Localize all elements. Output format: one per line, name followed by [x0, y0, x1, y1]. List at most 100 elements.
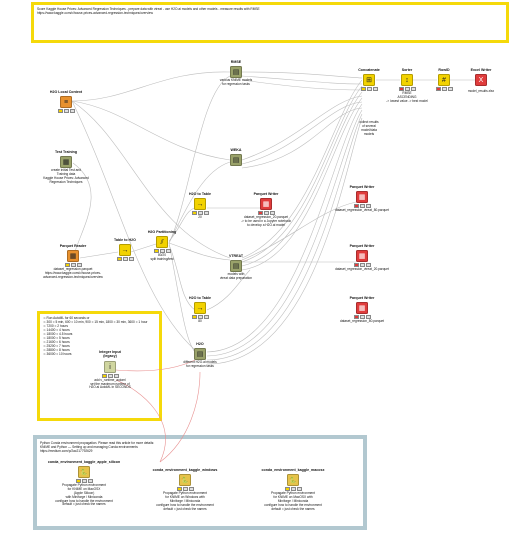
node-concatenate[interactable]: Concatenate ⊞ collect results of several… [339, 68, 399, 137]
node-description: Propagate Python environment for KNIME o… [55, 483, 113, 507]
status-lights [132, 249, 192, 254]
concatenate-icon: ⊞ [363, 74, 375, 87]
parquet-reader-icon: ▦ [67, 250, 79, 263]
node-title: Concatenate [358, 68, 380, 72]
parquet-writer-icon: ▦ [356, 302, 368, 315]
conda-annotation: Python Conda environment propagation. Pl… [33, 435, 367, 530]
node-description: models with vtreat data preparation [219, 272, 253, 281]
node-conda-apple-silicon[interactable]: conda_environment_kaggle_apple_silicon 🐍… [39, 460, 129, 507]
status-lights [80, 373, 140, 378]
node-h2o-to-table-80[interactable]: H2O to Table → 80 [170, 296, 230, 324]
node-parquet-writer-80[interactable]: Parquet Writer ▦ dataset_regression_80.p… [332, 296, 392, 324]
metanode-icon: ▤ [230, 154, 242, 167]
node-h2o-meta[interactable]: H2O ▤ different H2O.ai models for regres… [170, 342, 230, 369]
node-description: add v_runtime_automl set the maximum run… [89, 377, 131, 390]
node-description: Propagate Python environment for KNIME o… [264, 491, 322, 511]
node-h2o-to-table-20[interactable]: H2O to Table → 20 [170, 192, 230, 220]
parquet-writer-icon: ▦ [260, 198, 272, 211]
node-title: WEKA [230, 148, 242, 152]
status-lights [332, 263, 392, 268]
node-description: 80 [198, 319, 202, 324]
node-description: 80/20 split training/test [150, 253, 174, 262]
status-lights [332, 315, 392, 320]
node-title: H2O Partitioning [147, 230, 177, 234]
node-parquet-writer-vtreat-80[interactable]: Parquet Writer ▦ dataset_regression_vtre… [332, 185, 392, 213]
node-parquet-reader[interactable]: Parquet Reader ▦ dataset_regression.parq… [43, 244, 103, 280]
excel-icon: X [475, 74, 487, 87]
node-description: collect results of several model/data mo… [359, 120, 379, 136]
header-annotation-text: Score Kaggle House Prices: Advanced Regr… [37, 7, 260, 15]
node-h2o-local-context[interactable]: H2O Local Context ≡ [36, 90, 96, 114]
node-excel-writer[interactable]: Excel Writer X model_results.xlsx [451, 68, 511, 94]
metanode-icon: ▤ [230, 260, 242, 273]
node-description: 20 [198, 215, 202, 220]
parquet-writer-icon: ▦ [356, 191, 368, 204]
node-description: RMSE ASCENDING -> lowest value -> best m… [386, 91, 428, 103]
node-title: Integer Input (legacy) [99, 350, 121, 359]
node-title: VTREAT [228, 254, 244, 258]
node-sorter[interactable]: Sorter ↕ RMSE ASCENDING -> lowest value … [377, 68, 437, 104]
conda-icon: 🐍 [78, 466, 90, 479]
node-rowid[interactable]: RowID # [414, 68, 474, 92]
node-description: dataset_regression.parquet https://www.k… [43, 267, 103, 279]
node-title: Parquet Writer [349, 296, 375, 300]
node-title: RMSE [230, 60, 242, 64]
header-annotation: Score Kaggle House Prices: Advanced Regr… [31, 2, 509, 43]
parquet-writer-icon: ▦ [356, 250, 368, 263]
data-connections [71, 71, 475, 365]
node-title: H2O to Table [189, 192, 211, 196]
node-title: H2O Local Context [49, 90, 83, 94]
status-lights [170, 315, 230, 320]
metanode-icon: ▤ [194, 348, 206, 361]
node-vtreat[interactable]: VTREAT ▤ models with vtreat data prepara… [206, 254, 266, 281]
node-title: conda_environment_kaggle_macosx [261, 468, 325, 472]
node-title: Test Training [54, 150, 78, 154]
status-lights [36, 109, 96, 114]
node-parquet-writer-20[interactable]: Parquet Writer ▦ dataset_regression_20.p… [236, 192, 296, 228]
node-title: Parquet Writer [349, 185, 375, 189]
h2o-context-icon: ≡ [60, 96, 72, 109]
partition-icon: ⫽ [156, 236, 168, 249]
sorter-icon: ↕ [401, 74, 413, 87]
conda-icon: 🐍 [287, 474, 299, 487]
node-integer-input[interactable]: Integer Input (legacy) i add v_runtime_a… [80, 350, 140, 390]
node-weka[interactable]: WEKA ▤ [206, 148, 266, 167]
node-title: Parquet Writer [253, 192, 279, 196]
status-lights [414, 87, 474, 92]
h2o-table-icon: → [194, 198, 206, 211]
rowid-icon: # [438, 74, 450, 87]
node-title: Excel Writer [470, 68, 492, 72]
status-lights [39, 479, 129, 484]
node-h2o-partitioning[interactable]: H2O Partitioning ⫽ 80/20 split training/… [132, 230, 192, 262]
node-title: conda_environment_kaggle_apple_silicon [47, 460, 121, 464]
node-title: Parquet Writer [349, 244, 375, 248]
node-title: Table to H2O [114, 238, 136, 242]
node-table-to-h2o[interactable]: Table to H2O → [95, 238, 155, 262]
node-conda-macosx[interactable]: conda_environment_kaggle_macosx 🐍 Propag… [248, 468, 338, 511]
node-description: model_results.xlsx [467, 89, 495, 94]
status-lights [236, 211, 296, 216]
node-description: dataset_regression_80.parquet [339, 319, 385, 324]
node-description: various KNIME models for regression task… [219, 78, 253, 87]
flow-variable-connections [115, 359, 201, 463]
node-description: dataset_regression_vtreat_20.parquet [335, 267, 389, 272]
status-lights [95, 257, 155, 262]
conda-annotation-text: Python Conda environment propagation. Pl… [40, 441, 155, 453]
node-test-training[interactable]: Test Training ▦ create initial Test and … [36, 150, 96, 185]
node-title: Parquet Reader [59, 244, 87, 248]
node-title: H2O to Table [189, 296, 211, 300]
conda-icon: 🐍 [179, 474, 191, 487]
status-lights [332, 204, 392, 209]
metanode-icon: ▦ [60, 156, 72, 169]
status-lights [377, 87, 437, 92]
node-parquet-writer-vtreat-20[interactable]: Parquet Writer ▦ dataset_regression_vtre… [332, 244, 392, 272]
node-description: different H2O.ai models for regression t… [183, 360, 217, 369]
node-title: conda_environment_kaggle_windows [152, 468, 218, 472]
node-conda-windows[interactable]: conda_environment_kaggle_windows 🐍 Propa… [140, 468, 230, 511]
node-description: create initial Test and Training data Ka… [43, 168, 89, 184]
node-description: Propagate Python environment for KNIME o… [156, 491, 214, 511]
integer-input-icon: i [104, 360, 116, 373]
status-lights [170, 211, 230, 216]
automl-annotation: ⇒ Run AutoML for 60 seconds or ⇒ 300 = 5… [37, 311, 162, 421]
node-rmse-top[interactable]: RMSE ▤ various KNIME models for regressi… [206, 60, 266, 87]
